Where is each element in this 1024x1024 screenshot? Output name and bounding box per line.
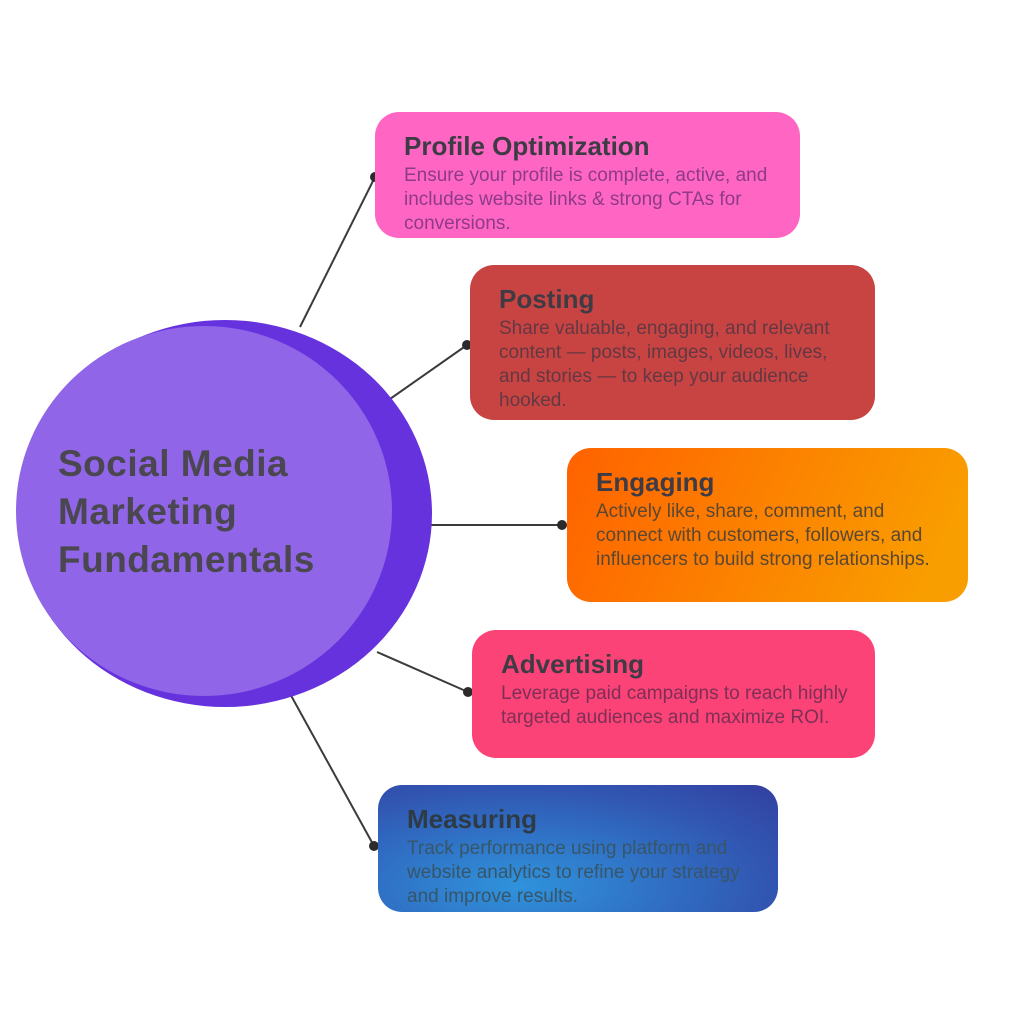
card-title: Engaging <box>596 467 715 497</box>
center-title: Social Media Marketing Fundamentals <box>58 443 315 580</box>
card-title: Posting <box>499 284 595 314</box>
card-measuring: Measuring Track performance using platfo… <box>378 785 778 912</box>
connector-line-advertising <box>376 651 469 693</box>
card-title: Measuring <box>407 804 538 834</box>
connector-line-measuring <box>287 689 375 847</box>
connector-line-profile <box>299 176 376 328</box>
card-title: Advertising <box>501 649 645 679</box>
card-description: Leverage paid campaigns to reach highly … <box>501 683 848 728</box>
card-description: Track performance using platform and web… <box>407 838 740 907</box>
center-circle <box>16 326 392 696</box>
card-title: Profile Optimization <box>404 131 650 161</box>
card-posting: Posting Share valuable, engaging, and re… <box>470 265 875 420</box>
connector-dot-engaging <box>557 520 567 530</box>
card-profile-optimization: Profile Optimization Ensure your profile… <box>375 112 800 238</box>
card-advertising: Advertising Leverage paid campaigns to r… <box>472 630 875 758</box>
connector-line-posting <box>389 344 468 400</box>
card-description: Ensure your profile is complete, active,… <box>404 165 768 234</box>
card-description: Share valuable, engaging, and relevant c… <box>499 318 830 411</box>
card-engaging: Engaging Actively like, share, comment, … <box>567 448 968 602</box>
card-description: Actively like, share, comment, and conne… <box>596 501 930 570</box>
